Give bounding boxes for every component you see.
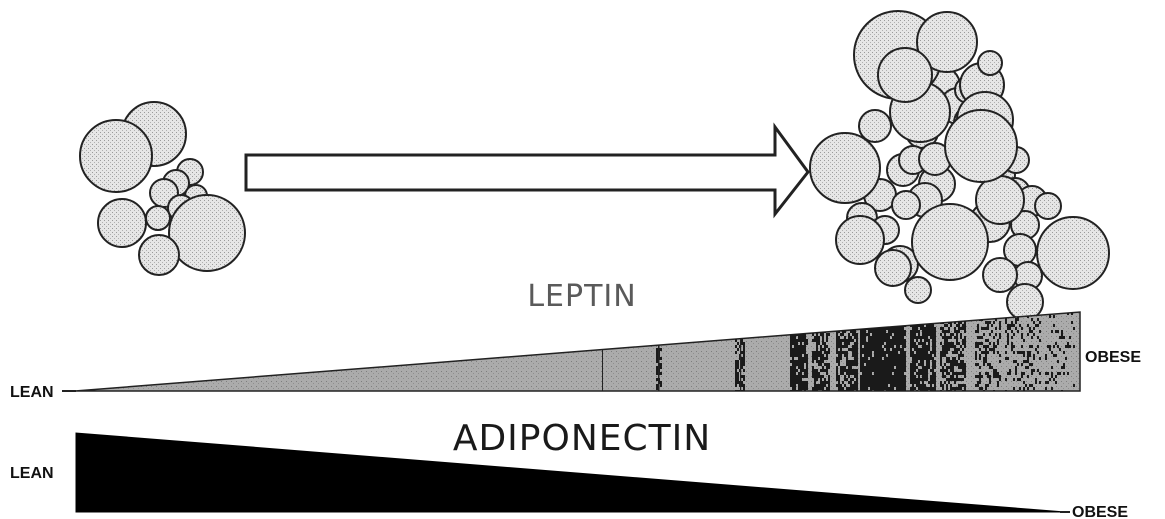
fat-cell: [912, 204, 988, 280]
leptin-obese-label: OBESE: [1085, 349, 1141, 366]
fat-cell: [836, 216, 884, 264]
fat-cell: [139, 235, 179, 275]
fat-cell: [1035, 193, 1061, 219]
fat-cell: [146, 206, 170, 230]
fat-cell: [892, 191, 920, 219]
fat-cell: [905, 277, 931, 303]
fat-cell: [983, 258, 1017, 292]
fat-cell: [810, 133, 880, 203]
fat-cell: [98, 199, 146, 247]
obese-adipocyte-cluster-icon: [810, 11, 1109, 320]
fat-cell: [945, 110, 1017, 182]
fat-cell: [169, 195, 245, 271]
leptin-lean-label: LEAN: [10, 384, 54, 401]
fat-cell: [859, 110, 891, 142]
fat-cell: [878, 48, 932, 102]
adiponectin-lean-label: LEAN: [10, 465, 54, 482]
fat-cell: [875, 250, 911, 286]
adiponectin-obese-label: OBESE: [1072, 504, 1128, 519]
leptin-wedge: [62, 312, 1080, 393]
leptin-title: LEPTIN: [527, 279, 636, 314]
fat-cell: [978, 51, 1002, 75]
adiponectin-title: ADIPONECTIN: [453, 418, 711, 459]
fat-cell: [976, 176, 1024, 224]
fat-cell: [1037, 217, 1109, 289]
lean-adipocyte-cluster-icon: [80, 102, 245, 275]
right-arrow-icon: [246, 127, 808, 214]
fat-cell: [80, 120, 152, 192]
